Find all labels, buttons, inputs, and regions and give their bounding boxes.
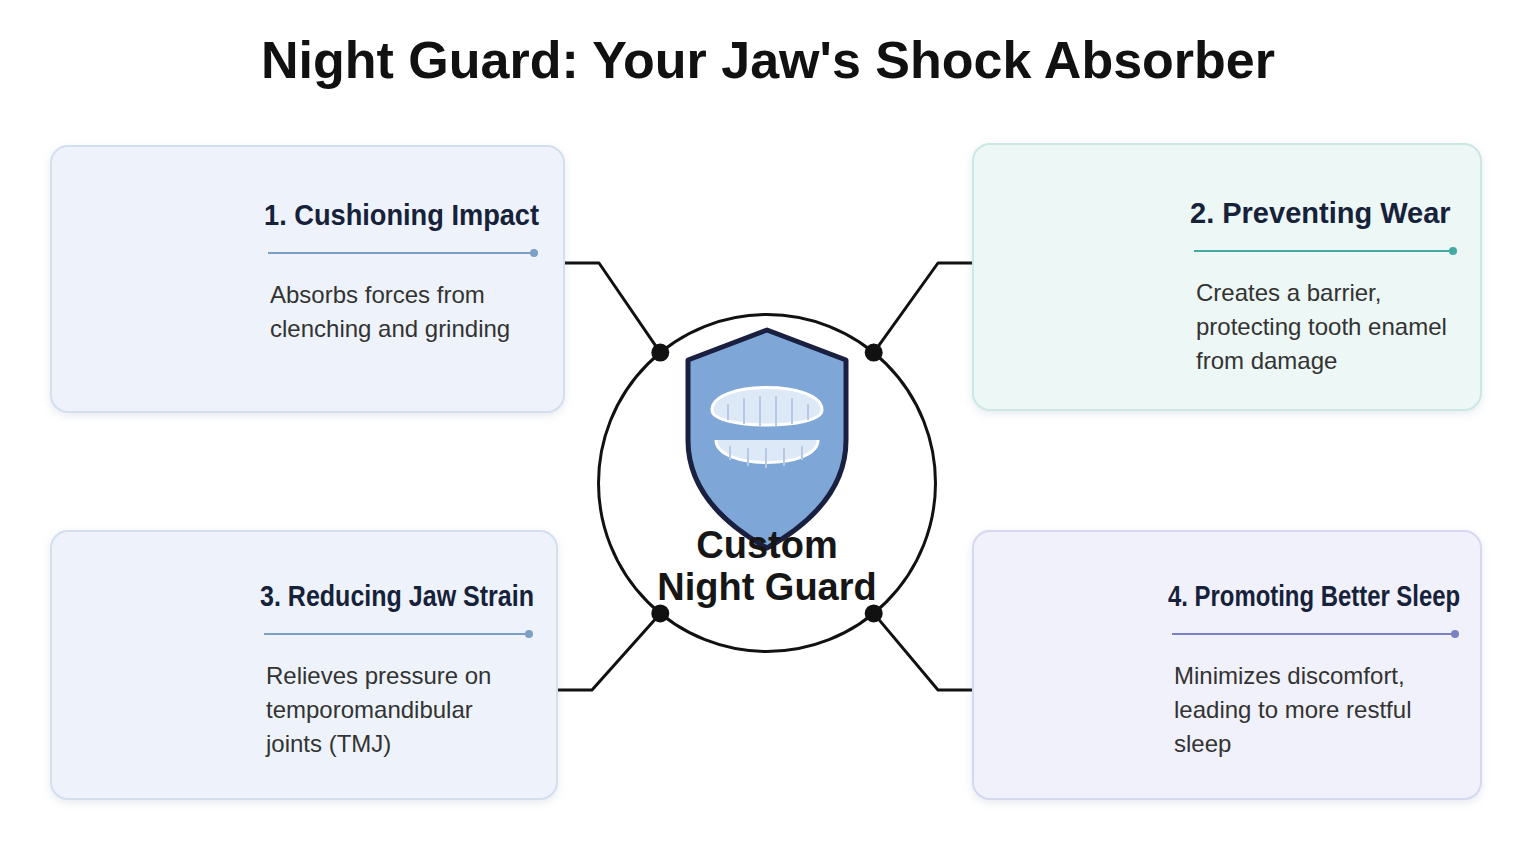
connector-line	[874, 613, 972, 690]
diagram-title: Night Guard: Your Jaw's Shock Absorber	[0, 30, 1536, 90]
divider-line	[1172, 633, 1456, 635]
center-circle: Custom Night Guard	[597, 313, 937, 653]
card-heading: 3. Reducing Jaw Strain	[260, 580, 534, 613]
connector-line	[565, 263, 660, 353]
benefit-card: 3. Reducing Jaw StrainRelieves pressure …	[50, 530, 558, 800]
divider-line	[268, 252, 535, 254]
card-body: Absorbs forces from clenching and grindi…	[264, 278, 535, 346]
benefit-card: 4. Promoting Better SleepMinimizes disco…	[972, 530, 1482, 800]
connector-line	[558, 613, 660, 690]
card-heading: 1. Cushioning Impact	[264, 199, 539, 232]
card-heading: 4. Promoting Better Sleep	[1168, 580, 1460, 613]
card-body: Relieves pressure on temporomandibular j…	[260, 659, 528, 761]
junction-dot	[651, 344, 669, 362]
benefit-card: 2. Preventing WearCreates a barrier, pro…	[972, 143, 1482, 411]
benefit-card: 1. Cushioning ImpactAbsorbs forces from …	[50, 145, 565, 413]
card-body: Creates a barrier, protecting tooth enam…	[1190, 276, 1454, 378]
junction-dot	[865, 344, 883, 362]
center-label: Custom Night Guard	[649, 524, 885, 608]
card-body: Minimizes discomfort, leading to more re…	[1168, 659, 1424, 761]
divider-line	[1194, 250, 1454, 252]
connector-line	[874, 263, 972, 353]
card-heading: 2. Preventing Wear	[1190, 197, 1451, 230]
shield-icon	[688, 330, 846, 548]
divider-line	[264, 633, 530, 635]
